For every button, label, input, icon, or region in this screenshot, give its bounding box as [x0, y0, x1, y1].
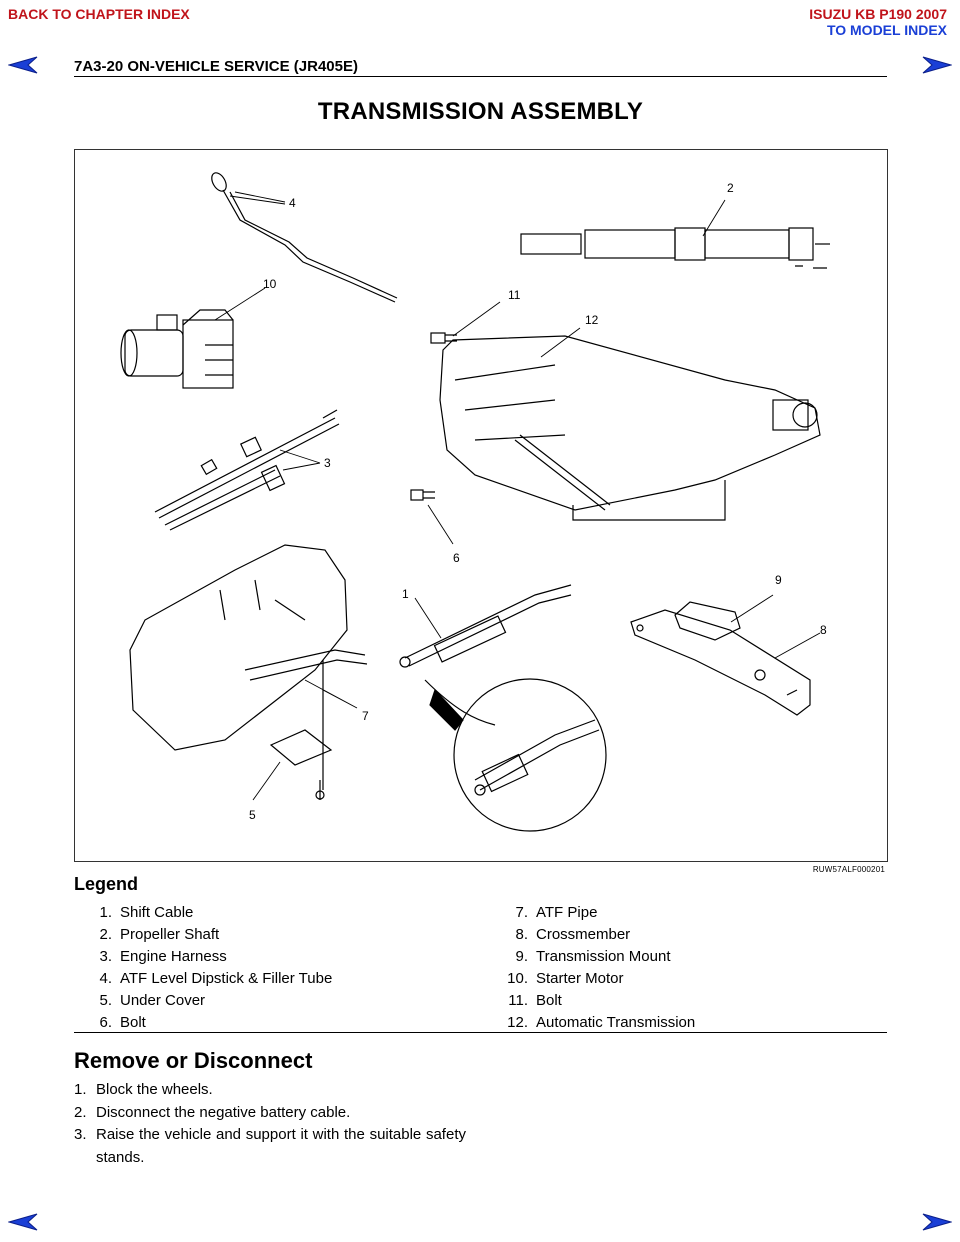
- legend-label: Starter Motor: [536, 970, 624, 987]
- section-header: 7A3-20 ON-VEHICLE SERVICE (JR405E): [74, 58, 358, 75]
- steps-list: 1. Block the wheels. 2. Disconnect the neg…: [74, 1079, 466, 1169]
- starter-motor-drawing: [120, 309, 234, 389]
- legend-item: 1. Shift Cable: [74, 902, 474, 924]
- to-model-index-text[interactable]: TO MODEL INDEX: [826, 22, 947, 38]
- legend-label: Under Cover: [120, 992, 206, 1009]
- callout-7: 7: [362, 709, 369, 723]
- page-title-wrap: TRANSMISSION ASSEMBLY: [74, 98, 887, 126]
- shift-cable-drawing: [399, 584, 572, 731]
- legend-heading: Legend: [74, 874, 139, 894]
- legend-left-column: 1. Shift Cable 2. Propeller Shaft 3. Engine…: [74, 902, 474, 1034]
- model-name-text[interactable]: ISUZU KB P190 2007: [809, 6, 947, 22]
- callout-1: 1: [402, 587, 409, 601]
- legend-item: 5. Under Cover: [74, 990, 474, 1012]
- legend-num: 10.: [507, 970, 528, 987]
- legend-label: Crossmember: [536, 926, 631, 943]
- legend-num: 9.: [515, 948, 528, 965]
- right-arrow-icon[interactable]: [922, 56, 952, 74]
- step-number: 3.: [74, 1126, 87, 1143]
- legend-item: 12. Automatic Transmission: [490, 1012, 886, 1034]
- legend-right-column: 7. ATF Pipe 8. Crossmember 9. Transmission …: [490, 902, 886, 1034]
- callout-2: 2: [727, 181, 734, 195]
- legend-item: 3. Engine Harness: [74, 946, 474, 968]
- automatic-transmission-drawing: [439, 335, 821, 521]
- propeller-shaft-drawing: [520, 227, 830, 269]
- leader-lines: [214, 191, 821, 801]
- transmission-side-view-drawing: [129, 544, 368, 800]
- magnified-detail-drawing: [453, 678, 607, 832]
- legend-label: Transmission Mount: [536, 948, 671, 965]
- legend-num: 11.: [508, 992, 528, 1009]
- crossmember-drawing: [630, 609, 811, 716]
- legend-label: Propeller Shaft: [120, 926, 220, 943]
- callout-12: 12: [585, 313, 599, 327]
- legend-label: Automatic Transmission: [536, 1014, 696, 1031]
- legend-item: 8. Crossmember: [490, 924, 886, 946]
- legend-num: 3.: [99, 948, 112, 965]
- callout-9: 9: [775, 573, 782, 587]
- left-arrow-icon[interactable]: [8, 56, 38, 74]
- legend-label: Shift Cable: [120, 904, 194, 921]
- legend-item: 10. Starter Motor: [490, 968, 886, 990]
- legend-label: ATF Pipe: [536, 904, 598, 921]
- legend-num: 12.: [507, 1014, 528, 1031]
- callout-8: 8: [820, 623, 827, 637]
- step-number: 2.: [74, 1103, 87, 1121]
- legend-num: 2.: [99, 926, 112, 943]
- legend-item: 9. Transmission Mount: [490, 946, 886, 968]
- step-item: 3. Raise the vehicle and support it with …: [74, 1124, 466, 1169]
- figure-code: RUW57ALF000201: [812, 865, 885, 874]
- model-index-link[interactable]: ISUZU KB P190 2007 TO MODEL INDEX: [809, 6, 947, 38]
- legend-num: 1.: [99, 904, 112, 921]
- callout-6: 6: [453, 551, 460, 565]
- callout-4: 4: [289, 196, 296, 210]
- callout-10: 10: [263, 277, 277, 291]
- step-item: 1. Block the wheels.: [74, 1079, 466, 1102]
- transmission-assembly-figure: 1 2 3 4 5 6 7 8 9 10 11 12: [74, 149, 888, 862]
- legend-label: Engine Harness: [120, 948, 227, 965]
- legend-rule: [74, 1032, 887, 1033]
- legend-item: 6. Bolt: [74, 1012, 474, 1034]
- legend-num: 5.: [99, 992, 112, 1009]
- step-text: Disconnect the negative battery cable.: [96, 1103, 351, 1121]
- dipstick-tube-drawing: [211, 172, 398, 303]
- header-rule: [74, 76, 887, 77]
- callout-5: 5: [249, 808, 256, 822]
- exploded-view-diagram: [120, 172, 830, 832]
- legend-item: 4. ATF Level Dipstick & Filler Tube: [74, 968, 474, 990]
- legend-num: 8.: [515, 926, 528, 943]
- section-heading: Remove or Disconnect: [74, 1048, 313, 1073]
- legend-label: ATF Level Dipstick & Filler Tube: [120, 970, 333, 987]
- step-item: 2. Disconnect the negative battery cable.: [74, 1102, 466, 1125]
- legend-item: 2. Propeller Shaft: [74, 924, 474, 946]
- transmission-mount-drawing: [674, 601, 741, 641]
- callout-11: 11: [508, 288, 521, 302]
- legend-num: 6.: [99, 1014, 112, 1031]
- bolt-11-drawing: [430, 332, 457, 344]
- left-arrow-icon[interactable]: [8, 1213, 38, 1231]
- legend-item: 11. Bolt: [490, 990, 886, 1012]
- step-text: Block the wheels.: [96, 1081, 213, 1098]
- legend-item: 7. ATF Pipe: [490, 902, 886, 924]
- legend-label: Bolt: [120, 1014, 146, 1031]
- page-title: TRANSMISSION ASSEMBLY: [317, 98, 644, 125]
- legend-label: Bolt: [536, 992, 562, 1009]
- legend-num: 4.: [99, 970, 112, 987]
- right-arrow-icon[interactable]: [922, 1213, 952, 1231]
- back-to-chapter-index-link[interactable]: BACK TO CHAPTER INDEX: [8, 6, 190, 22]
- step-number: 1.: [74, 1081, 87, 1098]
- engine-harness-drawing: [154, 409, 340, 531]
- bolt-6-drawing: [410, 489, 435, 501]
- legend-num: 7.: [515, 904, 528, 921]
- callout-3: 3: [324, 456, 331, 470]
- step-text: Raise the vehicle and support it with th…: [96, 1126, 466, 1166]
- section-heading-wrap: Remove or Disconnect: [74, 1048, 312, 1074]
